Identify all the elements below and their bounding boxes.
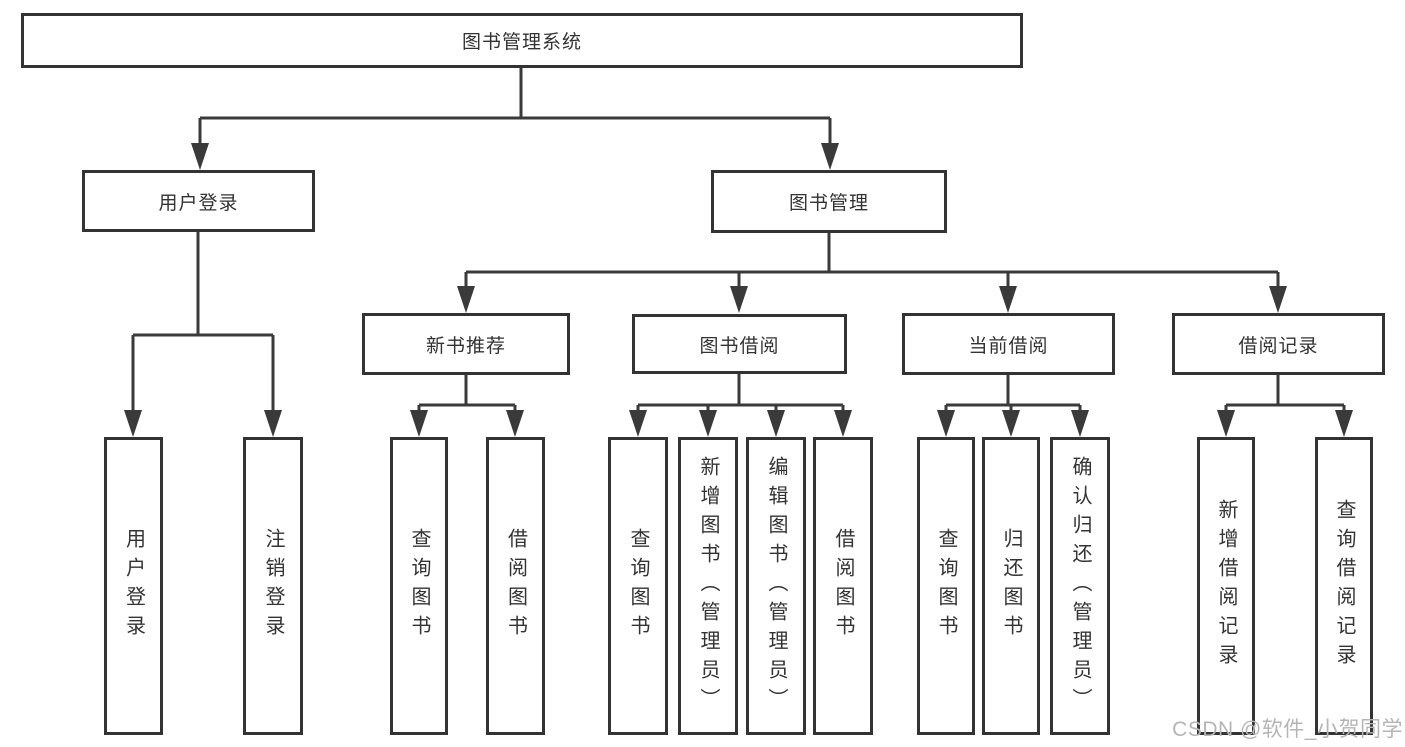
leaf-label: 查询图书 (408, 528, 430, 644)
node-label: 图书管理 (788, 193, 869, 214)
csdn-watermark: CSDN @软件_小贺同学 (1172, 718, 1403, 741)
leaf-user-login: 用户登录 (104, 437, 163, 735)
leaf-edit-books-admin: 编辑图书（管理员） (746, 437, 806, 735)
leaf-return-books: 归还图书 (982, 437, 1040, 735)
leaf-label: 注销登录 (262, 528, 284, 644)
leaf-borrow-books-borrowing: 借阅图书 (813, 437, 873, 735)
node-label: 图书借阅 (699, 335, 780, 357)
node-current-borrowing: 当前借阅 (902, 313, 1115, 375)
node-label: 图书管理系统 (461, 32, 582, 53)
node-label: 借阅记录 (1238, 335, 1319, 357)
node-user-login: 用户登录 (82, 170, 315, 232)
node-label: 当前借阅 (968, 335, 1049, 357)
node-library-management-system: 图书管理系统 (21, 13, 1023, 68)
leaf-borrow-books-recommend: 借阅图书 (486, 437, 545, 735)
leaf-label: 查询图书 (627, 528, 649, 644)
leaf-query-books-recommend: 查询图书 (390, 437, 448, 735)
node-borrowing-records: 借阅记录 (1172, 313, 1385, 375)
leaf-label: 新增借阅记录 (1215, 499, 1237, 673)
arrowheads (124, 143, 1353, 437)
leaf-label: 用户登录 (122, 528, 145, 644)
leaf-logout: 注销登录 (243, 437, 303, 735)
node-book-borrowing: 图书借阅 (632, 314, 847, 374)
leaf-label: 新增图书（管理员） (697, 455, 719, 717)
node-label: 新书推荐 (425, 335, 506, 357)
leaf-confirm-return-admin: 确认归还（管理员） (1050, 437, 1110, 735)
node-label: 用户登录 (158, 192, 239, 214)
leaf-add-books-admin: 新增图书（管理员） (678, 437, 738, 735)
leaf-label: 查询图书 (935, 528, 957, 644)
node-book-management: 图书管理 (711, 170, 947, 233)
leaf-query-books-borrowing: 查询图书 (608, 437, 668, 735)
leaf-query-books-current: 查询图书 (917, 437, 975, 735)
leaf-query-borrow-record: 查询借阅记录 (1315, 437, 1373, 735)
leaf-add-borrow-record: 新增借阅记录 (1197, 437, 1255, 735)
node-new-book-recommendation: 新书推荐 (362, 313, 570, 375)
leaf-label: 借阅图书 (832, 528, 854, 644)
leaf-label: 确认归还（管理员） (1069, 455, 1091, 717)
leaf-label: 借阅图书 (504, 528, 527, 644)
leaf-label: 编辑图书（管理员） (765, 455, 787, 717)
leaf-label: 查询借阅记录 (1333, 499, 1355, 673)
leaf-label: 归还图书 (1000, 528, 1022, 644)
